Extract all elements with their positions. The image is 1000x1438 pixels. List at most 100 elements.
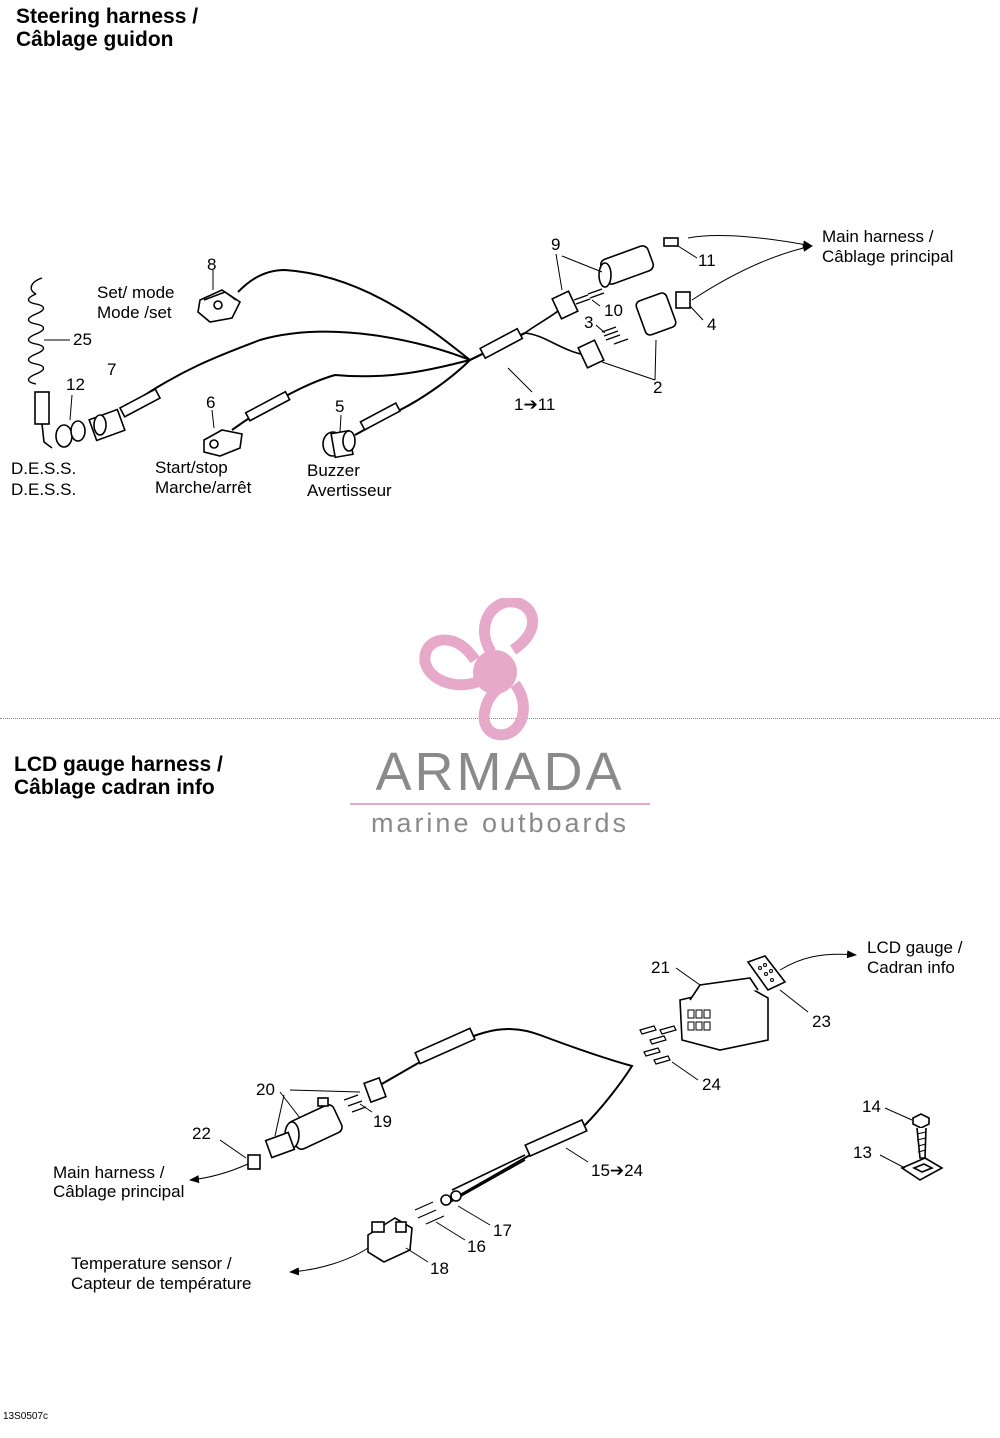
leader-12	[69, 394, 73, 421]
connector-housing-9	[551, 290, 579, 320]
clip-13	[900, 1157, 944, 1181]
leader-9b	[561, 255, 603, 273]
leader-10	[591, 299, 601, 307]
seals-17	[440, 1190, 462, 1206]
callout-13: 13	[853, 1143, 872, 1162]
terminals-24	[639, 1025, 677, 1065]
seal-19	[363, 1076, 387, 1104]
steering-title-en: Steering harness /	[16, 5, 199, 28]
label-temp-sensor-fr: Capteur de température	[71, 1274, 252, 1293]
figure-code: 13S0507c	[3, 1411, 49, 1422]
leader-22	[219, 1139, 247, 1159]
leader-13	[879, 1154, 906, 1169]
propeller-logo	[419, 596, 538, 741]
seal-20	[264, 1131, 296, 1159]
callout-17: 17	[493, 1221, 512, 1240]
arrow-main-harness-a	[687, 235, 813, 249]
label-dess-fr: D.E.S.S.	[11, 480, 76, 499]
label-main-harness-en: Main harness /	[53, 1163, 165, 1182]
dess-lanyard	[27, 277, 53, 449]
leader-11	[677, 245, 698, 259]
lcd-harness-sleeve-lower	[524, 1118, 588, 1158]
wire-to-temp-a	[451, 1154, 526, 1191]
leader-20a	[279, 1091, 301, 1119]
lcd-title-fr: Câblage cadran info	[14, 776, 215, 799]
buzzer	[322, 401, 402, 459]
connector-large-top	[598, 245, 655, 288]
terminal-pins-10	[573, 288, 605, 305]
harness-sleeve	[479, 327, 524, 360]
callout-5: 5	[335, 397, 344, 416]
leader-range-15-24	[565, 1147, 589, 1163]
leader-23	[779, 989, 809, 1013]
gauge-connector-21	[679, 977, 769, 1051]
label-buzzer-en: Buzzer	[307, 461, 360, 480]
callout-16: 16	[467, 1237, 486, 1256]
plug-22	[247, 1154, 261, 1170]
wire-to-set-mode	[237, 268, 471, 361]
callout-range-15-24: 15➔24	[591, 1161, 643, 1180]
leader-6	[211, 409, 215, 429]
lcd-title-en: LCD gauge harness /	[14, 753, 223, 776]
callout-range-1-11: 1➔11	[514, 395, 555, 414]
gauge-seal-23	[746, 955, 787, 992]
connector-20	[284, 1097, 343, 1150]
leader-14	[884, 1107, 913, 1121]
section-divider	[0, 718, 1000, 719]
dess-post	[55, 388, 162, 448]
callout-7: 7	[107, 360, 116, 379]
brand-name: ARMADA	[375, 742, 625, 802]
lcd-labels: LCD gauge / Cadran info Main harness / C…	[53, 938, 963, 1293]
set-mode-switch	[197, 289, 242, 323]
leader-19	[359, 1103, 373, 1113]
leader-16	[435, 1221, 466, 1241]
terminals-19	[343, 1094, 367, 1113]
leader-4	[689, 305, 704, 321]
steering-harness-drawing	[27, 235, 813, 459]
wire-to-buzzer	[354, 359, 471, 436]
steering-harness-title: Steering harness / Câblage guidon	[16, 5, 198, 51]
leader-9a	[555, 253, 563, 291]
callout-11: 11	[698, 251, 716, 270]
leader-2a	[601, 361, 656, 381]
small-plug-11	[663, 237, 679, 247]
connector-4	[635, 291, 691, 336]
callout-24: 24	[702, 1075, 721, 1094]
lcd-harness-drawing	[189, 950, 944, 1276]
wire-to-connector-2	[524, 332, 586, 356]
terminals-16	[414, 1201, 445, 1225]
callout-10: 10	[604, 301, 623, 320]
arrow-temp-sensor	[289, 1247, 369, 1276]
brand-watermark: ARMADA marine outboards	[345, 596, 655, 848]
callout-3: 3	[584, 313, 593, 332]
leader-24	[671, 1061, 699, 1081]
leader-3	[595, 324, 606, 334]
leader-5	[339, 414, 342, 433]
leader-21	[675, 967, 701, 986]
callout-2: 2	[653, 378, 662, 397]
connector-housing-2	[577, 339, 605, 369]
leader-18	[405, 1247, 429, 1263]
arrow-main-harness-b	[691, 243, 813, 301]
brand-rule	[350, 803, 650, 805]
label-buzzer-fr: Avertisseur	[307, 481, 392, 500]
screw-14	[912, 1113, 930, 1159]
callout-25: 25	[73, 330, 92, 349]
callout-21: 21	[651, 958, 670, 977]
arrow-main-harness	[189, 1163, 249, 1184]
callout-23: 23	[812, 1012, 831, 1031]
arrow-lcd-gauge	[779, 950, 857, 971]
wire-to-dess	[129, 330, 471, 406]
callout-14: 14	[862, 1097, 881, 1116]
callout-19: 19	[373, 1112, 392, 1131]
terminal-pins-3	[601, 326, 629, 345]
label-main-harness-fr: Câblage principal	[822, 247, 953, 266]
label-set-mode-en: Set/ mode	[97, 283, 175, 302]
callout-9: 9	[551, 235, 560, 254]
label-temp-sensor-en: Temperature sensor /	[71, 1254, 232, 1273]
label-lcd-gauge-fr: Cadran info	[867, 958, 955, 977]
label-set-mode-fr: Mode /set	[97, 303, 172, 322]
temp-connector-18	[367, 1217, 413, 1263]
callout-8: 8	[207, 255, 216, 274]
